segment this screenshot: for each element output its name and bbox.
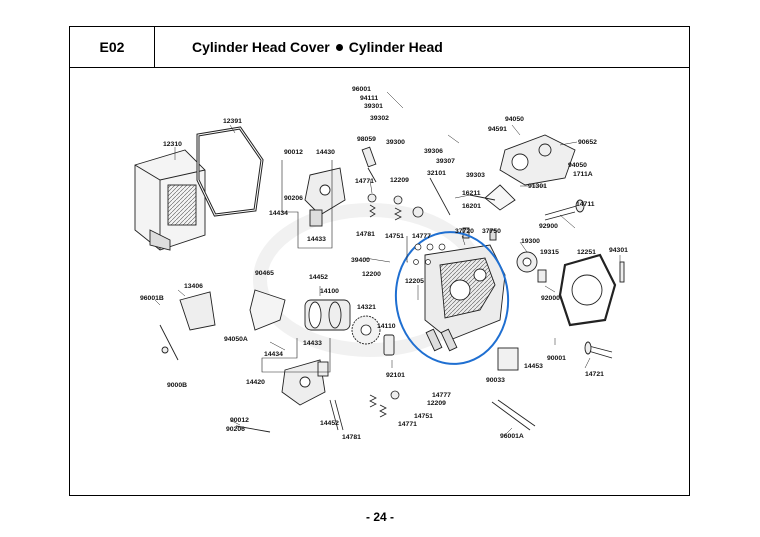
part-label-14452-lower: 14452 (320, 420, 339, 427)
part-label-19315: 19315 (540, 249, 559, 256)
part-label-92101: 92101 (386, 372, 405, 379)
section-title: Cylinder Head Cover Cylinder Head (192, 39, 443, 55)
part-label-14771-upper: 14771 (355, 178, 374, 185)
cylinder-head-highlight-circle (394, 231, 510, 365)
part-label-92900: 92900 (539, 223, 558, 230)
part-label-39301: 39301 (364, 103, 383, 110)
leader-lines (154, 91, 621, 436)
part-label-12391: 12391 (223, 118, 242, 125)
cylinder-gasket-drawing (558, 253, 617, 327)
part-label-92000: 92000 (541, 295, 560, 302)
part-label-14430: 14430 (316, 149, 335, 156)
part-label-14434-lower: 14434 (264, 351, 283, 358)
bullet-separator (335, 43, 343, 51)
part-label-90012-upper: 90012 (284, 149, 303, 156)
part-label-13406: 13406 (184, 283, 203, 290)
title-part-cylinder-head: Cylinder Head (348, 39, 443, 55)
cylinder-head-cover-drawing (134, 149, 206, 251)
part-label-90033: 90033 (486, 377, 505, 384)
part-label-32101: 32101 (427, 170, 446, 177)
part-label-39307: 39307 (436, 158, 455, 165)
part-label-90001: 90001 (547, 355, 566, 362)
part-label-16211: 16211 (462, 190, 481, 197)
part-label-94591: 94591 (488, 126, 507, 133)
cover-gasket-drawing (196, 126, 264, 217)
part-label-14751-lower: 14751 (414, 413, 433, 420)
thermostat-housing-drawing (469, 134, 576, 211)
part-label-14453: 14453 (524, 363, 543, 370)
part-label-94301: 94301 (609, 247, 628, 254)
part-label-12310: 12310 (163, 141, 182, 148)
callout-boxes (261, 160, 408, 373)
part-label-14771-lower: 14771 (398, 421, 417, 428)
part-label-91301: 91301 (528, 183, 547, 190)
part-label-37750: 37750 (482, 228, 501, 235)
head-top-bolts-drawing (413, 243, 446, 265)
part-label-12251: 12251 (577, 249, 596, 256)
rocker-arm-upper-drawing (304, 167, 346, 227)
part-label-14777-upper: 14777 (412, 233, 431, 240)
part-label-14781-lower: 14781 (342, 434, 361, 441)
valve-springs-upper-drawing (367, 177, 451, 221)
part-label-12209-upper: 12209 (390, 177, 409, 184)
part-label-39300: 39300 (386, 139, 405, 146)
cylinder-head-drawing (424, 244, 506, 352)
part-label-14452-upper: 14452 (309, 274, 328, 281)
section-header: E02 Cylinder Head Cover Cylinder Head (70, 27, 689, 68)
part-label-90465: 90465 (255, 270, 274, 277)
water-pump-drawing (516, 251, 625, 283)
part-label-14433-upper: 14433 (307, 236, 326, 243)
part-label-90012-lower: 90012 (230, 417, 249, 424)
part-label-94050-top: 94050 (505, 116, 524, 123)
part-label-39303: 39303 (466, 172, 485, 179)
part-label-14321: 14321 (357, 304, 376, 311)
part-label-39302: 39302 (370, 115, 389, 122)
part-label-14721: 14721 (585, 371, 604, 378)
part-label-12205: 12205 (405, 278, 424, 285)
bracket-assembly-drawing (159, 289, 286, 361)
part-label-39400: 39400 (351, 257, 370, 264)
part-label-96001a: 96001A (500, 433, 524, 440)
part-label-14434-upper: 14434 (269, 210, 288, 217)
part-label-94050a: 94050A (224, 336, 248, 343)
part-label-96001b: 96001B (140, 295, 164, 302)
valve-springs-lower-drawing (329, 390, 400, 431)
camshaft-drawing (304, 299, 351, 331)
page-frame: E02 Cylinder Head Cover Cylinder Head (69, 26, 690, 496)
part-label-14711: 14711 (576, 201, 595, 208)
part-label-90652: 90652 (578, 139, 597, 146)
part-label-90206-lower: 90206 (226, 426, 245, 433)
chain-tensioner-drawing (383, 334, 395, 356)
part-label-37720: 37720 (455, 228, 474, 235)
cam-sprocket-drawing (351, 315, 381, 345)
part-label-39306: 39306 (424, 148, 443, 155)
section-code: E02 (70, 27, 155, 67)
part-label-14110: 14110 (377, 323, 396, 330)
part-label-14420: 14420 (246, 379, 265, 386)
part-label-1711a: 1711A (573, 171, 593, 178)
title-part-cylinder-head-cover: Cylinder Head Cover (192, 39, 330, 55)
part-label-14777-lower: 14777 (432, 392, 451, 399)
part-label-14751-upper: 14751 (385, 233, 404, 240)
part-label-12209-lower: 12209 (427, 400, 446, 407)
part-label-96001: 96001 (352, 86, 371, 93)
rocker-arm-lower-drawing (281, 359, 329, 406)
part-label-14781-upper: 14781 (356, 231, 375, 238)
part-label-14433-lower: 14433 (303, 340, 322, 347)
valve-drawing-14711 (544, 199, 585, 221)
spark-plug-drawing (361, 146, 377, 183)
part-label-94050-right: 94050 (568, 162, 587, 169)
rods-drawing (235, 341, 613, 433)
part-label-98059: 98059 (357, 136, 376, 143)
part-label-9000b: 9000B (167, 382, 187, 389)
part-labels: 96001 94111 39301 39302 12391 12310 9805… (140, 86, 628, 441)
page-number: - 24 - (365, 510, 394, 524)
part-label-16201: 16201 (462, 203, 481, 210)
part-label-90206-upper: 90206 (284, 195, 303, 202)
part-label-19300: 19300 (521, 238, 540, 245)
part-label-94111: 94111 (360, 95, 378, 102)
part-label-14100: 14100 (320, 288, 339, 295)
part-label-12200: 12200 (362, 271, 381, 278)
